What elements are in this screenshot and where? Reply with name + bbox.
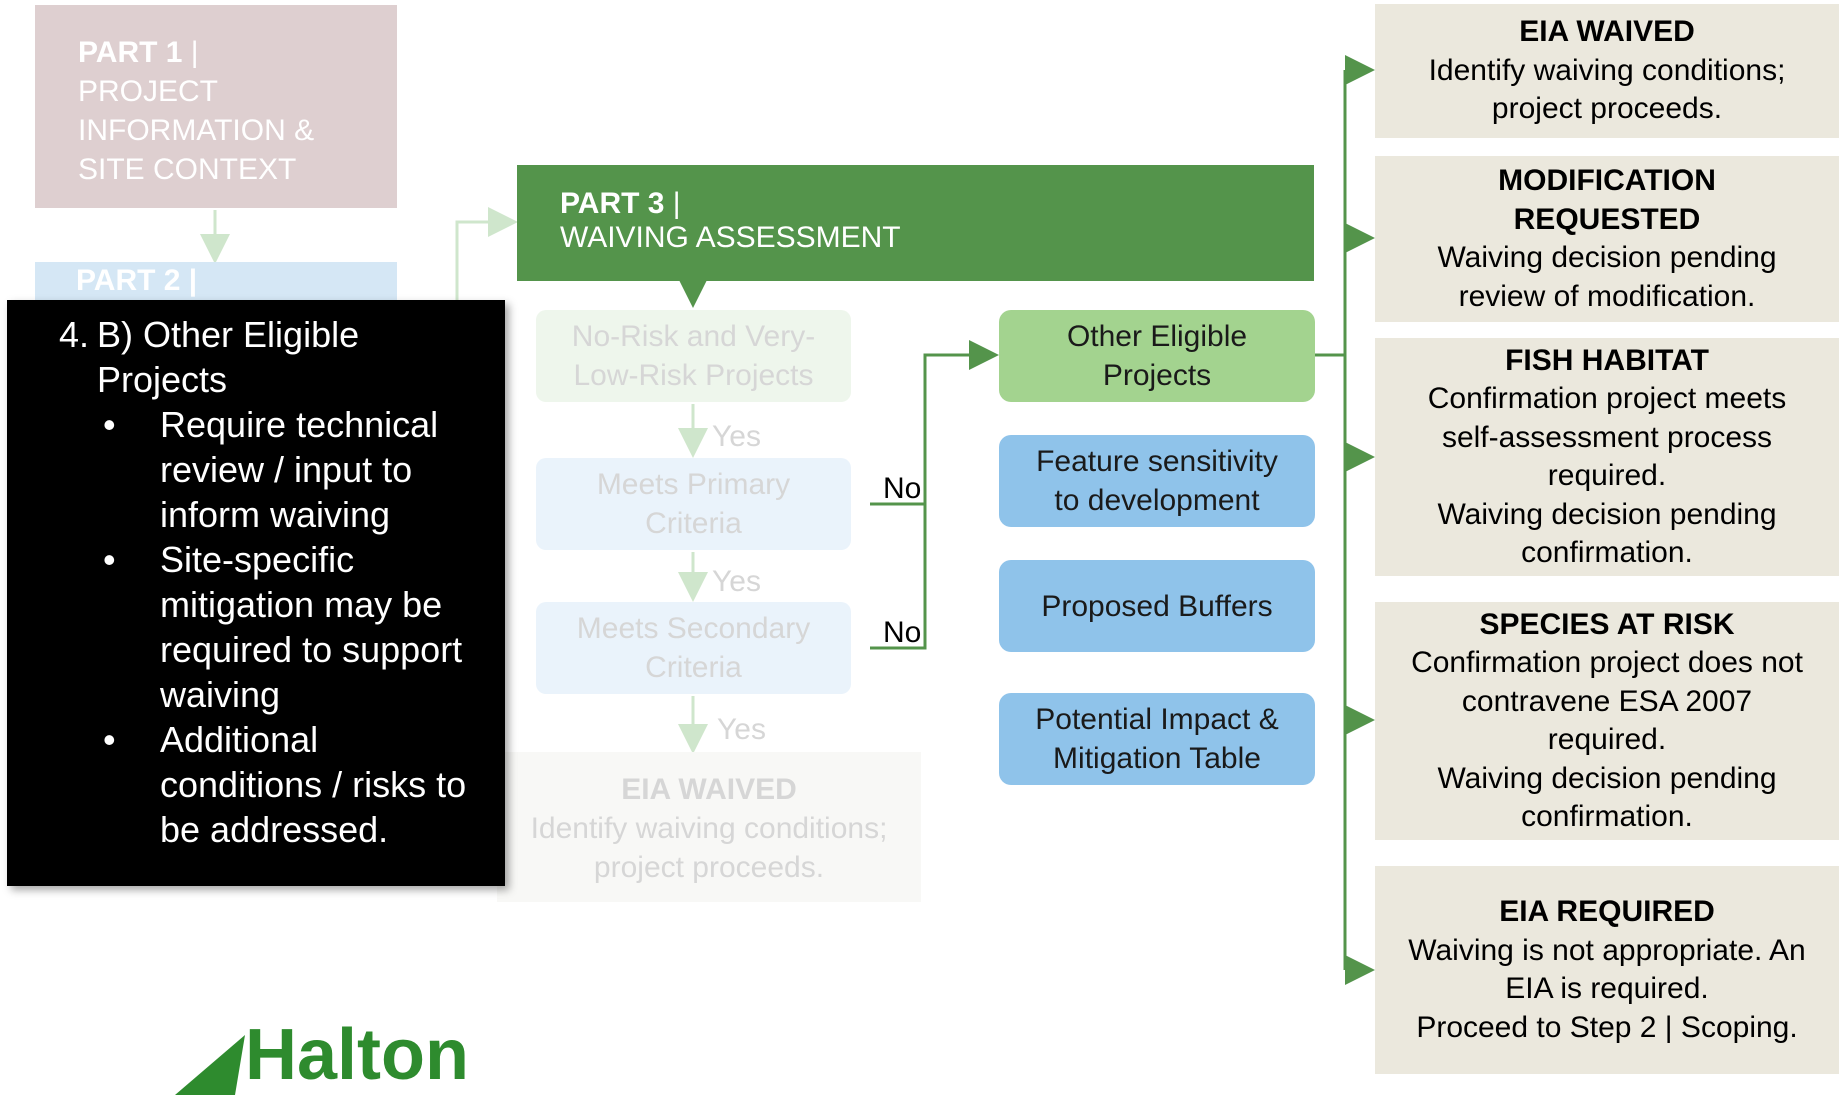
yes-label-1: Yes — [712, 420, 761, 453]
outcome-line: contravene ESA 2007 — [1461, 684, 1753, 718]
bullet-icon: • — [103, 719, 116, 760]
outcome-title: EIA WAIVED — [1519, 15, 1695, 49]
yes-label-3: Yes — [717, 713, 766, 746]
outcome-line: confirmation. — [1521, 800, 1693, 833]
outcome-eia-required: EIA REQUIRED Waiving is not appropriate.… — [1375, 866, 1839, 1074]
outcome-eia-waived: EIA WAIVED Identify waiving conditions; … — [1375, 4, 1839, 138]
secondary-line-1: Meets Secondary — [576, 612, 811, 645]
outcome-line: review of modification. — [1458, 279, 1756, 313]
outcome-line: required. — [1547, 723, 1667, 756]
no-label-1: No — [883, 472, 922, 505]
no-risk-line-2: Low-Risk Projects — [573, 359, 814, 392]
outcome-line: Identify waiving conditions; — [1428, 53, 1786, 87]
eia-waived-faded-title: EIA WAIVED — [621, 773, 797, 806]
yes-label-2: Yes — [712, 565, 761, 598]
feature-sensitivity-box: Feature sensitivity to development — [999, 435, 1315, 527]
outcome-title: SPECIES AT RISK — [1479, 607, 1735, 641]
bullet-icon: • — [103, 539, 116, 580]
proposed-buffers-box: Proposed Buffers — [999, 560, 1315, 652]
callout-bullet-item: • Additional conditions / risks to be ad… — [7, 717, 505, 852]
outcome-line: confirmation. — [1521, 536, 1693, 569]
halton-logo-text: Halton — [245, 1015, 469, 1095]
callout-bullet-item: • Require technical review / input to in… — [7, 402, 505, 537]
part1-separator: | — [182, 36, 199, 69]
outcome-title: MODIFICATION REQUESTED — [1498, 164, 1716, 236]
no-line-secondary — [870, 504, 927, 650]
outcome-line: Waiving is not appropriate. An — [1408, 933, 1806, 967]
eia-waived-faded-line-1: Identify waiving conditions; — [530, 812, 888, 845]
feature-line-2: to development — [1054, 484, 1260, 517]
part3-box: PART 3 | WAIVING ASSESSMENT — [517, 165, 1314, 281]
outcome-modification-requested: MODIFICATION REQUESTED Waiving decision … — [1375, 156, 1839, 322]
part3-separator: | — [664, 187, 681, 220]
buffers-line-1: Proposed Buffers — [1041, 589, 1273, 623]
part1-line-1: PROJECT — [78, 75, 219, 108]
no-risk-box: No-Risk and Very- Low-Risk Projects — [536, 310, 851, 402]
callout-bullet-text: Additional conditions / risks to be addr… — [160, 719, 467, 850]
part1-line-2: INFORMATION & — [78, 114, 315, 147]
no-risk-line-1: No-Risk and Very- — [571, 320, 816, 353]
primary-line-2: Criteria — [645, 507, 742, 540]
outcome-line: Confirmation project meets — [1427, 382, 1787, 415]
outcome-line: Waiving decision pending — [1437, 761, 1777, 795]
arrow-part2-part3 — [455, 207, 518, 300]
outcome-line: project proceeds. — [1491, 92, 1723, 126]
outcome-fish-habitat: FISH HABITAT Confirmation project meets … — [1375, 338, 1839, 576]
eia-waived-faded-line-2: project proceeds. — [593, 851, 825, 884]
outcome-line: Waiving decision pending — [1437, 497, 1777, 531]
part3-number: PART 3 — [560, 187, 665, 220]
outcome-line: required. — [1547, 459, 1667, 492]
other-line-2: Projects — [1102, 359, 1212, 392]
other-line-1: Other Eligible — [1066, 320, 1248, 353]
outcome-species-at-risk: SPECIES AT RISK Confirmation project doe… — [1375, 602, 1839, 840]
impact-mitigation-box: Potential Impact & Mitigation Table — [999, 693, 1315, 785]
part1-number: PART 1 — [78, 36, 183, 69]
callout-panel: 4. B) Other Eligible Projects • Require … — [7, 300, 505, 886]
part1-line-3: SITE CONTEXT — [78, 153, 297, 186]
feature-line-1: Feature sensitivity — [1036, 445, 1278, 478]
halton-leaf-icon — [175, 1035, 245, 1095]
callout-bullet-text: Site-specific mitigation may be required… — [160, 539, 463, 715]
callout-bullet-item: • Site-specific mitigation may be requir… — [7, 537, 505, 717]
impact-line-1: Potential Impact & — [1035, 703, 1279, 736]
callout-number: 4. — [58, 314, 89, 355]
outcome-title: FISH HABITAT — [1505, 343, 1709, 377]
eia-waived-faded: EIA WAIVED Identify waiving conditions; … — [497, 752, 921, 902]
outcome-line: EIA is required. — [1505, 972, 1709, 1005]
impact-line-2: Mitigation Table — [1053, 742, 1261, 775]
part3-subtitle: WAIVING ASSESSMENT — [560, 221, 901, 254]
outcome-line: Proceed to Step 2 | Scoping. — [1416, 1010, 1798, 1044]
no-label-2: No — [883, 616, 922, 649]
primary-line-1: Meets Primary — [596, 468, 791, 501]
part1-box: PART 1 | PROJECT INFORMATION & SITE CONT… — [35, 5, 397, 208]
callout-heading: B) Other Eligible Projects — [97, 314, 360, 400]
bullet-icon: • — [103, 404, 116, 445]
callout-bullets: • Require technical review / input to in… — [7, 402, 505, 852]
outcome-line: self-assessment process — [1441, 420, 1773, 454]
part2-label: PART 2 | — [76, 264, 198, 297]
secondary-line-2: Criteria — [645, 651, 742, 684]
callout-bullet-text: Require technical review / input to info… — [160, 404, 439, 535]
outcome-line: Waiving decision pending — [1437, 241, 1777, 274]
halton-logo: Halton — [175, 1015, 469, 1095]
outcome-title: EIA REQUIRED — [1499, 895, 1715, 928]
no-line-primary — [870, 340, 999, 506]
outcome-line: Confirmation project does not — [1411, 646, 1803, 679]
